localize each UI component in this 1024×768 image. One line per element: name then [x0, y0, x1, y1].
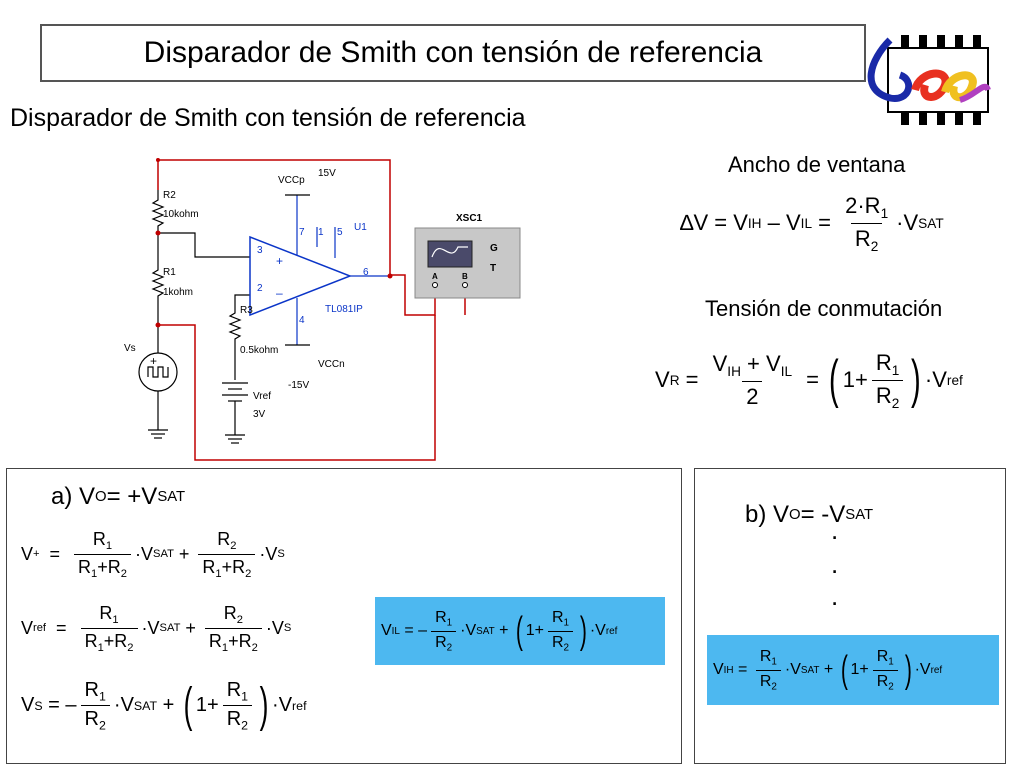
r2-label: R2	[163, 190, 176, 201]
vref-value: 3V	[253, 409, 266, 420]
pin7-label: 7	[299, 227, 305, 238]
vs-plus-label: +	[150, 354, 157, 368]
vm15-label: -15V	[288, 380, 309, 391]
scope-a-label: A	[432, 272, 438, 281]
r1-value: 1kohm	[163, 287, 193, 298]
r1-label: R1	[163, 267, 176, 278]
vccn-label: VCCn	[318, 359, 345, 370]
pin3-label: 3	[257, 245, 263, 256]
scope-b-label: B	[462, 272, 468, 281]
plus-input-label: +	[276, 254, 283, 268]
pin5-label: 5	[337, 227, 343, 238]
part-label: TL081IP	[325, 304, 363, 315]
circuit-schematic: R2 10kohm R1 1kohm R3 0.5kohm Vs Vref 3V…	[124, 158, 521, 461]
r3-value: 0.5kohm	[240, 345, 278, 356]
minus-input-label: –	[276, 286, 283, 300]
pin6-label: 6	[363, 267, 369, 278]
v15-label: 15V	[318, 168, 336, 179]
ellipsis-dot-1: .	[831, 515, 839, 545]
subtitle: Disparador de Smith con tensión de refer…	[10, 104, 526, 132]
scope-g-label: G	[490, 243, 498, 254]
conmutacion-label: Tensión de conmutación	[705, 296, 943, 321]
r3-label: R3	[240, 305, 253, 316]
xsc-label: XSC1	[456, 213, 483, 224]
page-title: Disparador de Smith con tensión de refer…	[143, 36, 763, 69]
vs-label: Vs	[124, 343, 136, 354]
ellipsis-dot-2: .	[831, 549, 839, 579]
pin2-label: 2	[257, 283, 263, 294]
title-box: Disparador de Smith con tensión de refer…	[40, 24, 866, 82]
r2-value: 10kohm	[163, 209, 199, 220]
scope-t-label: T	[490, 263, 496, 274]
vccp-label: VCCp	[278, 175, 305, 186]
ellipsis-dot-3: .	[831, 581, 839, 611]
vref-label: Vref	[253, 391, 271, 402]
u1-label: U1	[354, 222, 367, 233]
pin1-label: 1	[318, 227, 324, 238]
logo-icon	[867, 35, 991, 125]
ancho-label: Ancho de ventana	[728, 152, 906, 177]
pin4-label: 4	[299, 315, 305, 326]
